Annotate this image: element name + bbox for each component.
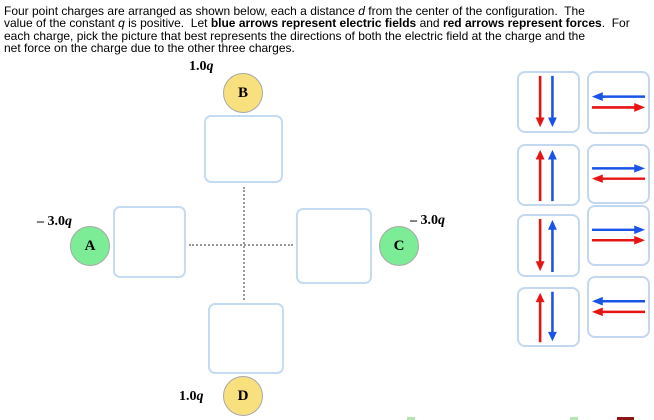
red-arrow-left-icon — [591, 307, 646, 317]
dotted-axis-horizontal — [189, 244, 293, 246]
option-tile-blue-right-red-right[interactable] — [587, 205, 650, 266]
charge-d-value-label: 1.0q — [179, 389, 204, 404]
problem-text-line: net force on the charge due to the other… — [4, 41, 295, 56]
red-arrow-up-icon — [535, 292, 545, 343]
charge-d-letter: D — [237, 387, 249, 404]
answer-dropzone-b[interactable] — [204, 115, 283, 183]
blue-arrow-left-icon — [591, 296, 646, 306]
blue-arrow-down-icon — [548, 291, 557, 342]
answer-dropzone-d[interactable] — [208, 303, 284, 374]
option-tile-blue-left-red-left[interactable] — [587, 276, 650, 338]
red-arrow-up-icon — [535, 149, 545, 202]
charge-c: C — [379, 226, 419, 266]
charge-a: A — [70, 226, 110, 266]
option-tile-red-up-blue-down[interactable] — [517, 287, 580, 347]
option-tile-red-down-blue-up[interactable] — [517, 214, 580, 277]
red-arrow-right-icon — [591, 235, 646, 245]
cutoff-element-green-2 — [570, 417, 578, 420]
answer-dropzone-a[interactable] — [113, 206, 186, 278]
blue-arrow-right-icon — [591, 225, 646, 235]
charge-b: B — [223, 73, 263, 113]
blue-arrow-up-icon — [548, 149, 557, 202]
problem-text: Four point charges are arranged as shown… — [4, 5, 652, 55]
option-tile-red-up-blue-up[interactable] — [517, 144, 580, 206]
charge-c-letter: C — [393, 237, 405, 254]
charge-a-letter: A — [84, 237, 96, 254]
blue-arrow-up-icon — [548, 219, 557, 273]
charge-a-value-label: – 3.0q — [37, 214, 72, 229]
red-arrow-down-icon — [535, 75, 545, 128]
charge-b-value-label: 1.0q — [189, 59, 214, 74]
problem-text-line: value of the constant q is positive. Let… — [4, 16, 630, 31]
cutoff-element-green-1 — [407, 417, 415, 420]
charge-d: D — [223, 376, 263, 416]
blue-arrow-right-icon — [591, 164, 646, 173]
option-tile-blue-right-red-left[interactable] — [587, 144, 650, 204]
red-arrow-left-icon — [591, 174, 646, 183]
red-arrow-right-icon — [591, 102, 646, 112]
problem-text-line: each charge, pick the picture that best … — [4, 28, 586, 43]
charge-c-value-label: – 3.0q — [410, 213, 445, 228]
charge-b-letter: B — [237, 84, 248, 101]
blue-arrow-down-icon — [548, 75, 557, 128]
dotted-axis-vertical — [243, 187, 245, 300]
blue-arrow-left-icon — [591, 92, 646, 102]
answer-dropzone-c[interactable] — [296, 208, 372, 284]
red-arrow-down-icon — [535, 218, 545, 272]
cutoff-element-red — [617, 417, 634, 420]
option-tile-blue-left-red-right[interactable] — [587, 71, 650, 134]
problem-text-line: Four point charges are arranged as shown… — [4, 4, 585, 18]
option-tile-red-down-blue-down[interactable] — [517, 71, 580, 133]
